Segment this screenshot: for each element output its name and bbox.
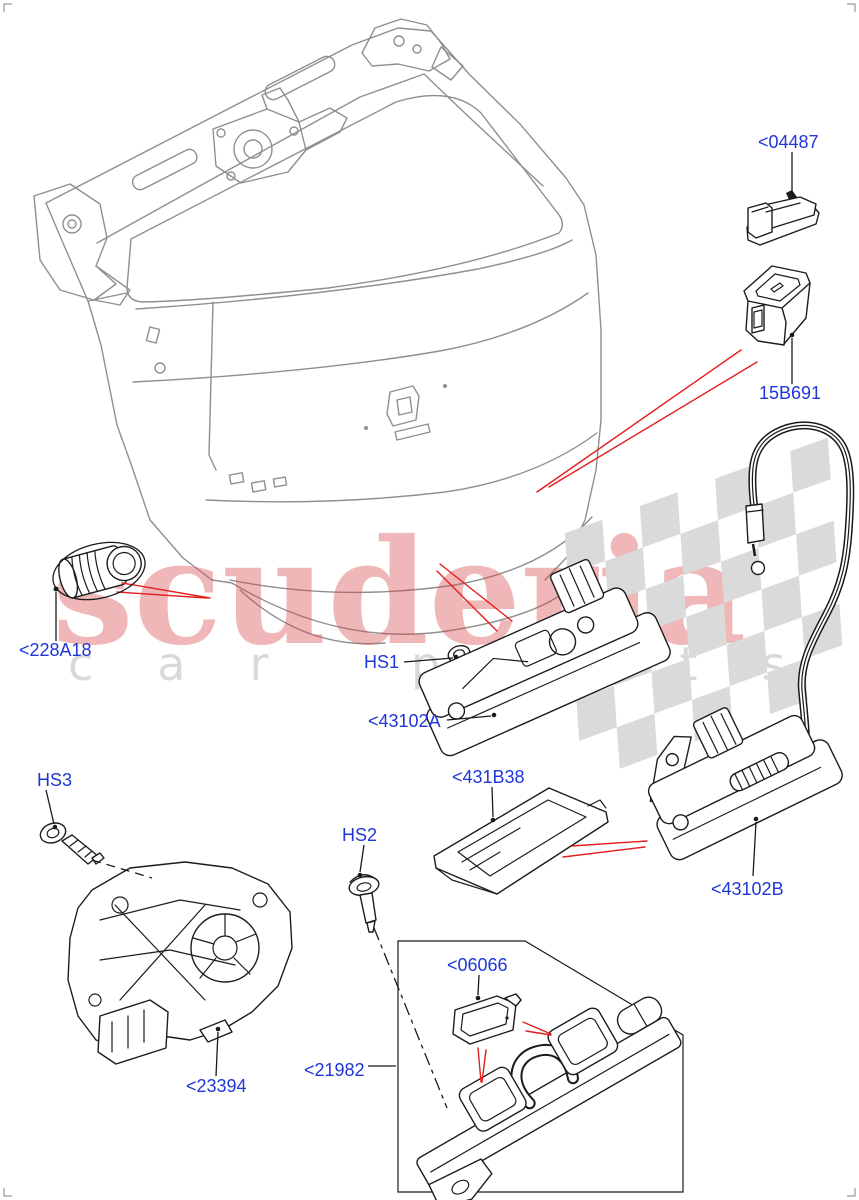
part-label-HS2[interactable]: HS2 — [342, 825, 377, 845]
pointer-handle-location — [436, 563, 513, 632]
part-label-HS3[interactable]: HS3 — [37, 770, 72, 790]
part-label-228A18[interactable]: <228A18 — [19, 640, 92, 660]
part-label-23394[interactable]: <23394 — [186, 1076, 247, 1096]
part-label-43102A[interactable]: <43102A — [368, 711, 441, 731]
part-number-labels: <04487 15B691 <228A18 HS1 <43102A <431B3… — [19, 132, 821, 1096]
part-06066-lamp — [452, 993, 522, 1045]
part-431B38-applique-plate — [433, 787, 609, 895]
part-label-431B38[interactable]: <431B38 — [452, 767, 525, 787]
tailgate-hinge-left — [33, 183, 131, 306]
red-pointer-lines — [116, 349, 758, 1083]
part-label-06066[interactable]: <06066 — [447, 955, 508, 975]
part-HS3-bolt — [39, 822, 105, 865]
part-label-43102B[interactable]: <43102B — [711, 879, 784, 899]
pointer-grommet-location — [116, 582, 211, 599]
pointer-to-switch-parts — [536, 349, 758, 493]
part-43102B-tailgate-handle — [647, 707, 843, 861]
part-43102A-tailgate-handle — [418, 558, 671, 757]
part-228A18-grommet — [58, 545, 142, 599]
pointer-plate-to-handle — [562, 840, 648, 858]
pointer-lamp-to-bracket-down — [477, 1047, 487, 1083]
part-HS2-screw — [348, 874, 380, 933]
frame-corner-marks — [3, 3, 856, 1197]
wiper-motor — [212, 87, 348, 184]
pointer-lamp-to-bracket-right — [522, 1021, 552, 1036]
part-label-21982[interactable]: <21982 — [304, 1060, 365, 1080]
part-label-15B691[interactable]: 15B691 — [759, 383, 821, 403]
leader-lines — [45, 152, 795, 1077]
part-21982-lamp-bracket — [416, 996, 682, 1200]
tailgate-illustration — [33, 18, 602, 645]
assembly-dashed-lines — [91, 859, 448, 1109]
part-label-HS1[interactable]: HS1 — [364, 652, 399, 672]
part-15B691-release-switch — [743, 265, 811, 346]
tailgate-latch-striker — [364, 384, 447, 441]
tailgate-hinge-right — [361, 18, 464, 81]
part-release-cable — [745, 421, 855, 751]
part-23394-latch-assembly — [67, 861, 293, 1065]
detail-box-21982 — [397, 940, 684, 1193]
part-04487-licence-lamp — [746, 190, 820, 246]
part-label-04487[interactable]: <04487 — [758, 132, 819, 152]
